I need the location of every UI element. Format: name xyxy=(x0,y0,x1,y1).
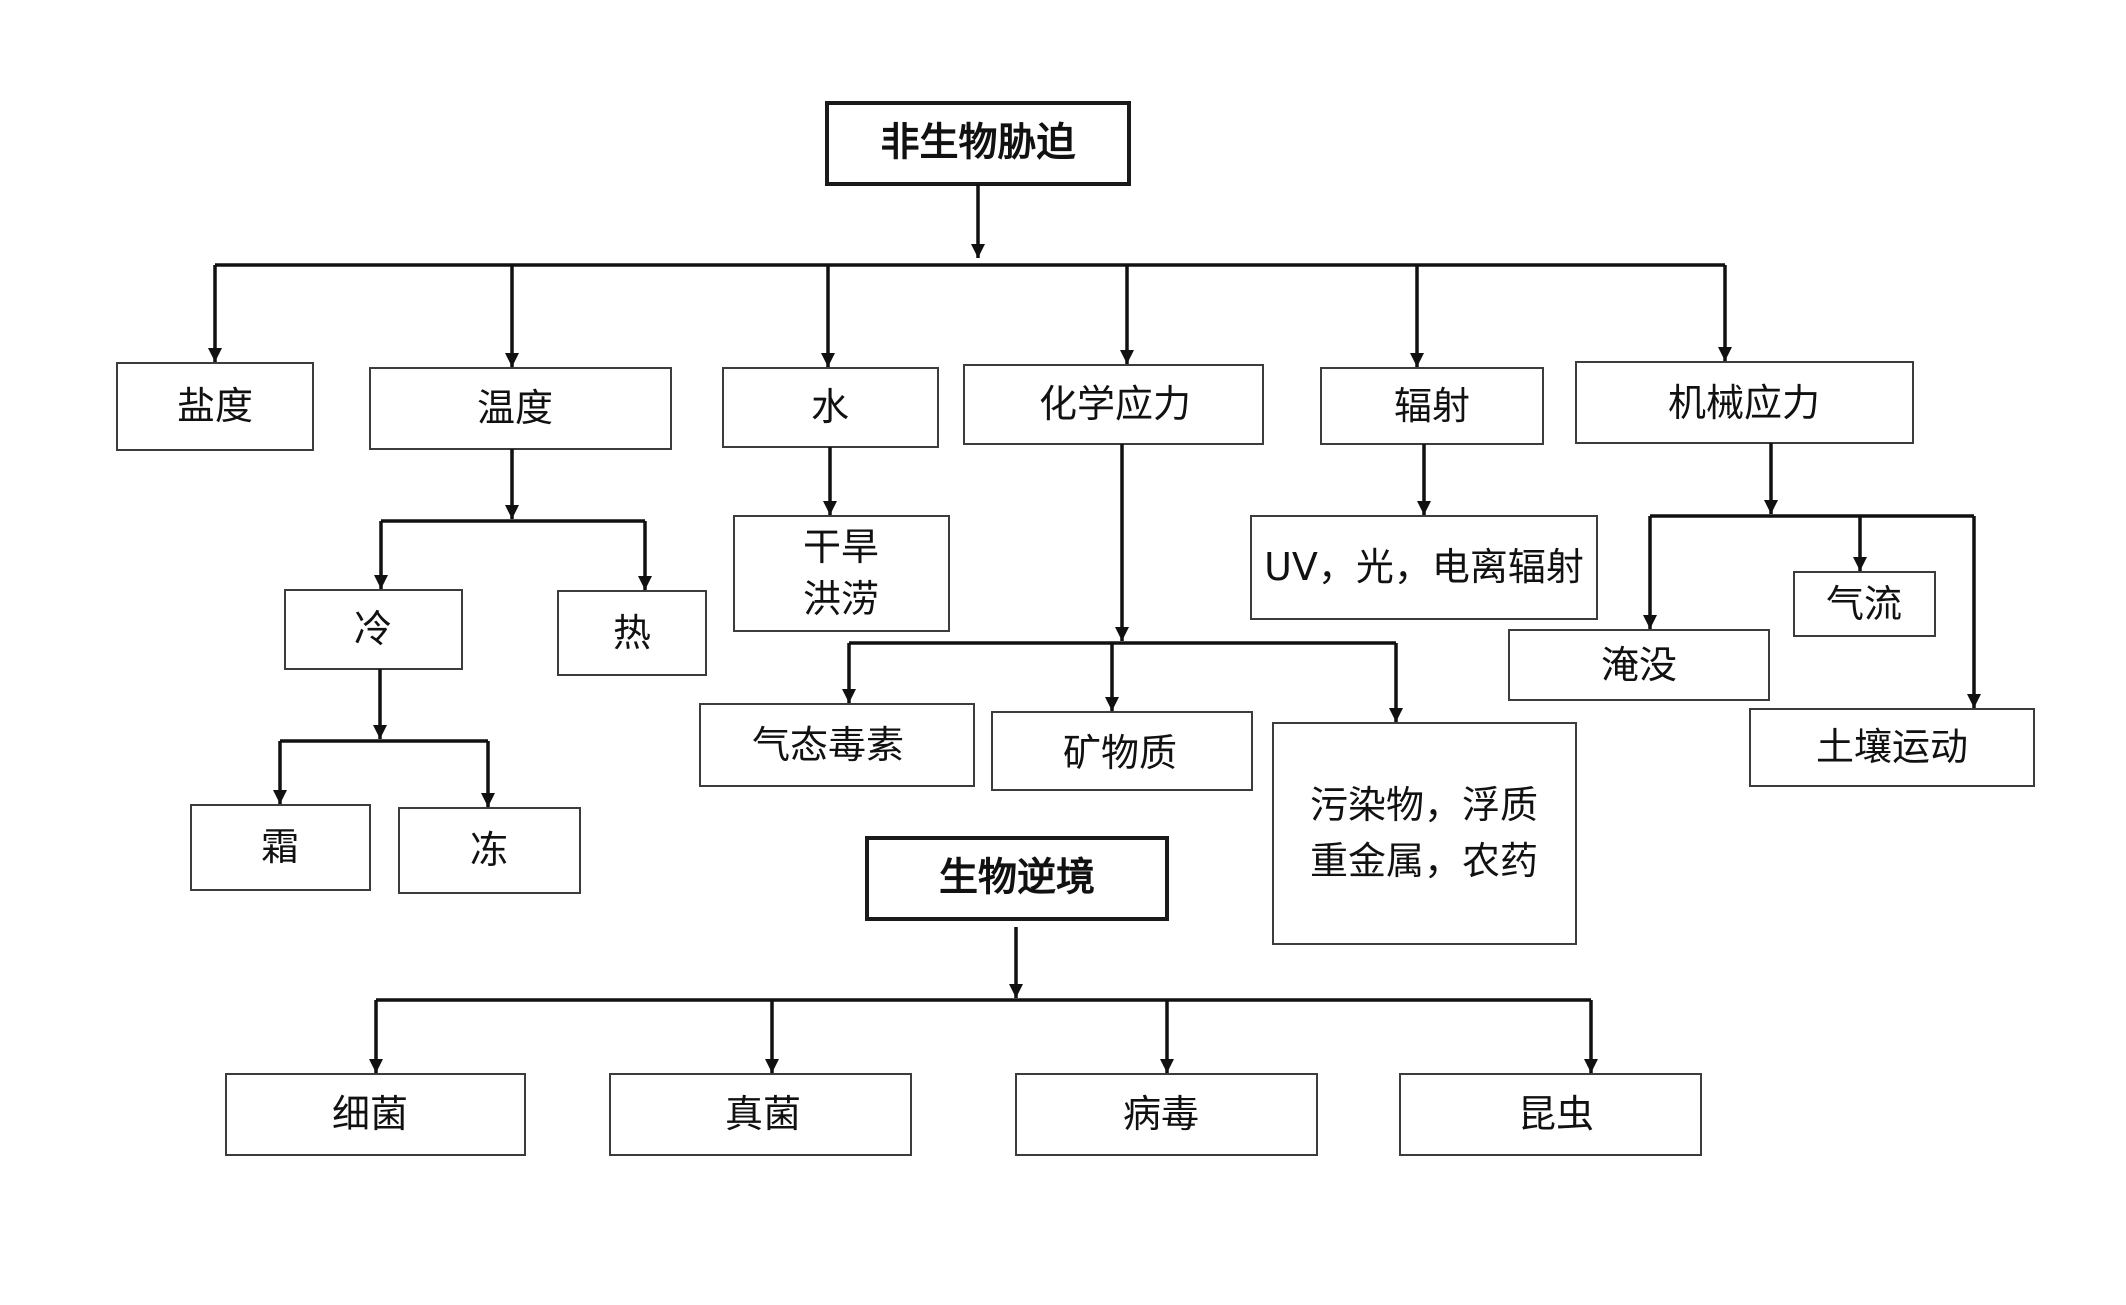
node-abiotic-root: 非生物胁迫 xyxy=(825,101,1131,186)
node-fungi: 真菌 xyxy=(609,1073,912,1156)
node-box xyxy=(865,836,1169,921)
node-box xyxy=(190,804,371,891)
node-label: 温度 xyxy=(477,386,553,430)
node-label: 冷 xyxy=(354,607,392,651)
node-insects: 昆虫 xyxy=(1399,1073,1702,1156)
node-label: 盐度 xyxy=(177,384,253,428)
node-box xyxy=(1015,1073,1318,1156)
node-box xyxy=(991,711,1253,791)
node-box xyxy=(398,807,581,894)
node-water: 水 xyxy=(722,367,939,448)
node-biotic-root: 生物逆境 xyxy=(865,836,1169,921)
node-title: 非生物胁迫 xyxy=(880,121,1075,166)
node-box xyxy=(1250,515,1598,620)
node-box xyxy=(225,1073,526,1156)
node-label: 机械应力 xyxy=(1668,381,1820,425)
node-label: 昆虫 xyxy=(1518,1092,1594,1136)
node-box xyxy=(722,367,939,448)
node-temperature: 温度 xyxy=(369,367,672,450)
node-label: 冻 xyxy=(470,828,508,872)
node-label: UV，光，电离辐射 xyxy=(1264,545,1584,589)
node-box xyxy=(733,515,950,632)
node-bacteria: 细菌 xyxy=(225,1073,526,1156)
node-box xyxy=(1793,571,1936,637)
node-chemical-stress: 化学应力 xyxy=(963,364,1264,445)
node-label-line-2: 洪涝 xyxy=(803,577,879,621)
node-box xyxy=(369,367,672,450)
node-submergence: 淹没 xyxy=(1508,629,1770,701)
node-virus: 病毒 xyxy=(1015,1073,1318,1156)
node-salinity: 盐度 xyxy=(116,362,314,451)
node-toxic-gas: 气态毒素 xyxy=(699,703,975,787)
node-box xyxy=(1399,1073,1702,1156)
node-label: 热 xyxy=(613,611,651,655)
node-box xyxy=(699,703,975,787)
node-label: 辐射 xyxy=(1394,384,1470,428)
node-frost: 霜 xyxy=(190,804,371,891)
node-label: 真菌 xyxy=(725,1092,801,1136)
node-freeze: 冻 xyxy=(398,807,581,894)
node-box xyxy=(1320,367,1544,445)
node-box xyxy=(1749,708,2035,787)
node-label: 土壤运动 xyxy=(1816,725,1968,769)
node-label: 细菌 xyxy=(332,1092,408,1136)
node-box xyxy=(1575,361,1914,444)
node-label-line-1: 污染物，浮质 xyxy=(1310,783,1538,827)
node-drought-flood: 干旱 洪涝 xyxy=(733,515,950,632)
node-label: 水 xyxy=(811,385,849,429)
node-label: 气态毒素 xyxy=(752,723,904,767)
node-soil-movement: 土壤运动 xyxy=(1749,708,2035,787)
node-pollutants: 污染物，浮质 重金属，农药 xyxy=(1272,722,1577,945)
node-mechanical-stress: 机械应力 xyxy=(1575,361,1914,444)
node-label-line-1: 干旱 xyxy=(803,525,879,569)
node-title: 生物逆境 xyxy=(939,856,1095,901)
node-radiation: 辐射 xyxy=(1320,367,1544,445)
node-cold: 冷 xyxy=(284,589,463,670)
node-minerals: 矿物质 xyxy=(991,711,1253,791)
node-label: 病毒 xyxy=(1123,1092,1199,1136)
node-label: 气流 xyxy=(1826,582,1902,626)
node-box xyxy=(557,590,707,676)
node-heat: 热 xyxy=(557,590,707,676)
node-label: 淹没 xyxy=(1601,643,1677,687)
node-label: 矿物质 xyxy=(1063,731,1177,775)
node-label-line-2: 重金属，农药 xyxy=(1310,839,1538,883)
node-box xyxy=(825,101,1131,186)
node-radiation-types: UV，光，电离辐射 xyxy=(1250,515,1598,620)
node-box xyxy=(116,362,314,451)
node-box xyxy=(1508,629,1770,701)
node-box xyxy=(609,1073,912,1156)
node-box xyxy=(963,364,1264,445)
node-airflow: 气流 xyxy=(1793,571,1936,637)
node-label: 霜 xyxy=(261,825,299,869)
node-label: 化学应力 xyxy=(1039,382,1191,426)
node-box xyxy=(1272,722,1577,945)
node-box xyxy=(284,589,463,670)
